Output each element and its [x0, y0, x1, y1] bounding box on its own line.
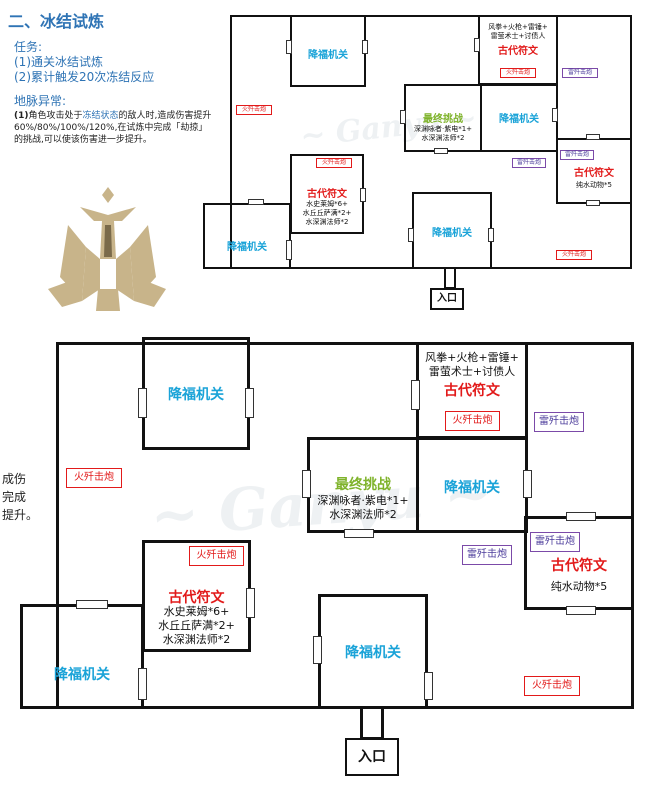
door [286, 40, 292, 54]
label-blessing-top-large: 降福机关 [168, 387, 224, 403]
label-final-challenge-large: 最终挑战 [335, 477, 391, 493]
anomaly-heading: 地脉异常: [14, 94, 67, 108]
entrance-small[interactable]: 入口 [430, 288, 464, 310]
door [76, 600, 108, 609]
thunder-cannon-top-right-large[interactable]: 雷歼击炮 [534, 412, 584, 432]
room-blessing-bottom-left-large [20, 604, 144, 709]
final-enemies-2: 水深渊法师*2 [421, 134, 465, 142]
truncated-line-2: 完成 [2, 490, 27, 504]
fire-cannon-rune-left[interactable]: 火歼击炮 [316, 158, 352, 168]
door [138, 668, 147, 700]
task-item-2: (2)累计触发20次冻结反应 [14, 70, 155, 84]
door [362, 40, 368, 54]
door [360, 188, 366, 202]
label-rune-left-large: 古代符文 [168, 590, 225, 606]
door [586, 200, 600, 206]
final-enemies-2-large: 水深渊法师*2 [329, 508, 397, 521]
door [344, 529, 374, 538]
thunder-cannon-rune-right[interactable]: 雷歼击炮 [560, 150, 594, 160]
rune-top-enemies-2-large: 雷萤术士+讨债人 [428, 365, 516, 378]
anomaly-description: (1)角色攻击处于冻结状态的敌人时,造成伤害提升60%/80%/100%/120… [14, 110, 214, 146]
trial-emblem-icon [48, 187, 166, 311]
door [552, 108, 558, 122]
rune-left-enemies-2: 水丘丘萨满*2+ [302, 209, 352, 217]
door [566, 606, 596, 615]
entrance-corridor-large [360, 706, 384, 740]
fire-cannon-rune-left-large[interactable]: 火歼击炮 [189, 546, 244, 566]
rune-right-enemies-1-large: 纯水动物*5 [550, 580, 608, 593]
door [138, 388, 147, 418]
rune-top-enemies-2: 雷萤术士+讨债人 [490, 32, 546, 40]
fire-cannon-bottom-right-large[interactable]: 火歼击炮 [524, 676, 580, 696]
label-rune-right: 古代符文 [574, 168, 614, 179]
final-enemies-1-large: 深渊咏者·紫电*1+ [317, 494, 409, 507]
door [523, 470, 532, 498]
door [408, 228, 414, 242]
final-enemies-1: 深渊咏者·紫电*1+ [413, 125, 473, 133]
door [302, 470, 311, 498]
label-final-challenge: 最终挑战 [423, 114, 463, 125]
truncated-line-3: 提升。 [2, 508, 39, 522]
small-map: ~ Ganyu ~ 降福机关 降福机关 风拳+火枪+雷锤+ 雷萤术士+讨债人 古… [0, 0, 650, 320]
page-title: 二、冰结试炼 [8, 12, 105, 31]
truncated-text: 成伤 完成 提升。 [2, 470, 38, 524]
label-blessing-bottom: 降福机关 [432, 228, 472, 239]
door [434, 148, 448, 154]
rune-left-enemies-3: 水深渊法师*2 [305, 218, 349, 226]
fire-cannon-left[interactable]: 火歼击炮 [236, 105, 272, 115]
fire-cannon-top[interactable]: 火歼击炮 [500, 68, 536, 78]
rune-right-enemies-1: 纯水动物*5 [576, 181, 612, 189]
door [424, 672, 433, 700]
thunder-cannon-rune-right-large[interactable]: 雷歼击炮 [530, 532, 580, 552]
fire-cannon-bottom-right[interactable]: 火歼击炮 [556, 250, 592, 260]
label-rune-top: 古代符文 [498, 46, 538, 57]
rune-top-enemies-1-large: 风拳+火枪+雷锤+ [425, 351, 519, 364]
door [400, 110, 406, 124]
rune-left-enemies-2-large: 水丘丘萨满*2+ [158, 619, 235, 632]
fire-cannon-top-large[interactable]: 火歼击炮 [445, 411, 500, 431]
door [586, 134, 600, 140]
door [488, 228, 494, 242]
room-blessing-bottom-left [203, 203, 291, 269]
door [411, 380, 420, 410]
truncated-line-1: 成伤 [2, 472, 27, 486]
label-rune-left: 古代符文 [307, 189, 347, 200]
door [313, 636, 322, 664]
label-blessing-bottom-left-large: 降福机关 [54, 667, 110, 683]
label-blessing-middle: 降福机关 [499, 114, 539, 125]
label-blessing-middle-large: 降福机关 [444, 480, 500, 496]
anomaly-highlight: 冻结状态 [82, 111, 119, 121]
door [246, 588, 255, 618]
anomaly-prefix: (1) [14, 111, 29, 121]
door [566, 512, 596, 521]
door [245, 388, 254, 418]
fire-cannon-left-large[interactable]: 火歼击炮 [66, 468, 122, 488]
thunder-cannon-top-right[interactable]: 雷歼击炮 [562, 68, 598, 78]
thunder-cannon-middle-large[interactable]: 雷歼击炮 [462, 545, 512, 565]
rune-left-enemies-3-large: 水深渊法师*2 [162, 633, 231, 646]
door [248, 199, 264, 205]
task-heading: 任务: [14, 40, 43, 54]
door [286, 240, 292, 260]
label-blessing-top: 降福机关 [308, 50, 348, 61]
thunder-cannon-middle[interactable]: 雷歼击炮 [512, 158, 546, 168]
rune-top-enemies-1: 风拳+火枪+雷锤+ [488, 23, 548, 31]
label-rune-top-large: 古代符文 [444, 383, 500, 399]
anomaly-text-1: 角色攻击处于 [28, 111, 83, 121]
rune-left-enemies-1-large: 水史莱姆*6+ [163, 605, 230, 618]
task-item-1: (1)通关冰结试炼 [14, 55, 103, 69]
door [474, 38, 480, 52]
label-blessing-bottom-left: 降福机关 [227, 242, 267, 253]
rune-left-enemies-1: 水史莱姆*6+ [306, 200, 348, 208]
anomaly-text-2: 的敌人时,造成伤害提升60%/80%/100%/120%,在试炼中完成「劫掠」的… [14, 111, 212, 145]
label-rune-right-large: 古代符文 [551, 558, 607, 574]
entrance-large[interactable]: 入口 [345, 738, 399, 776]
label-blessing-bottom-large: 降福机关 [345, 645, 401, 661]
